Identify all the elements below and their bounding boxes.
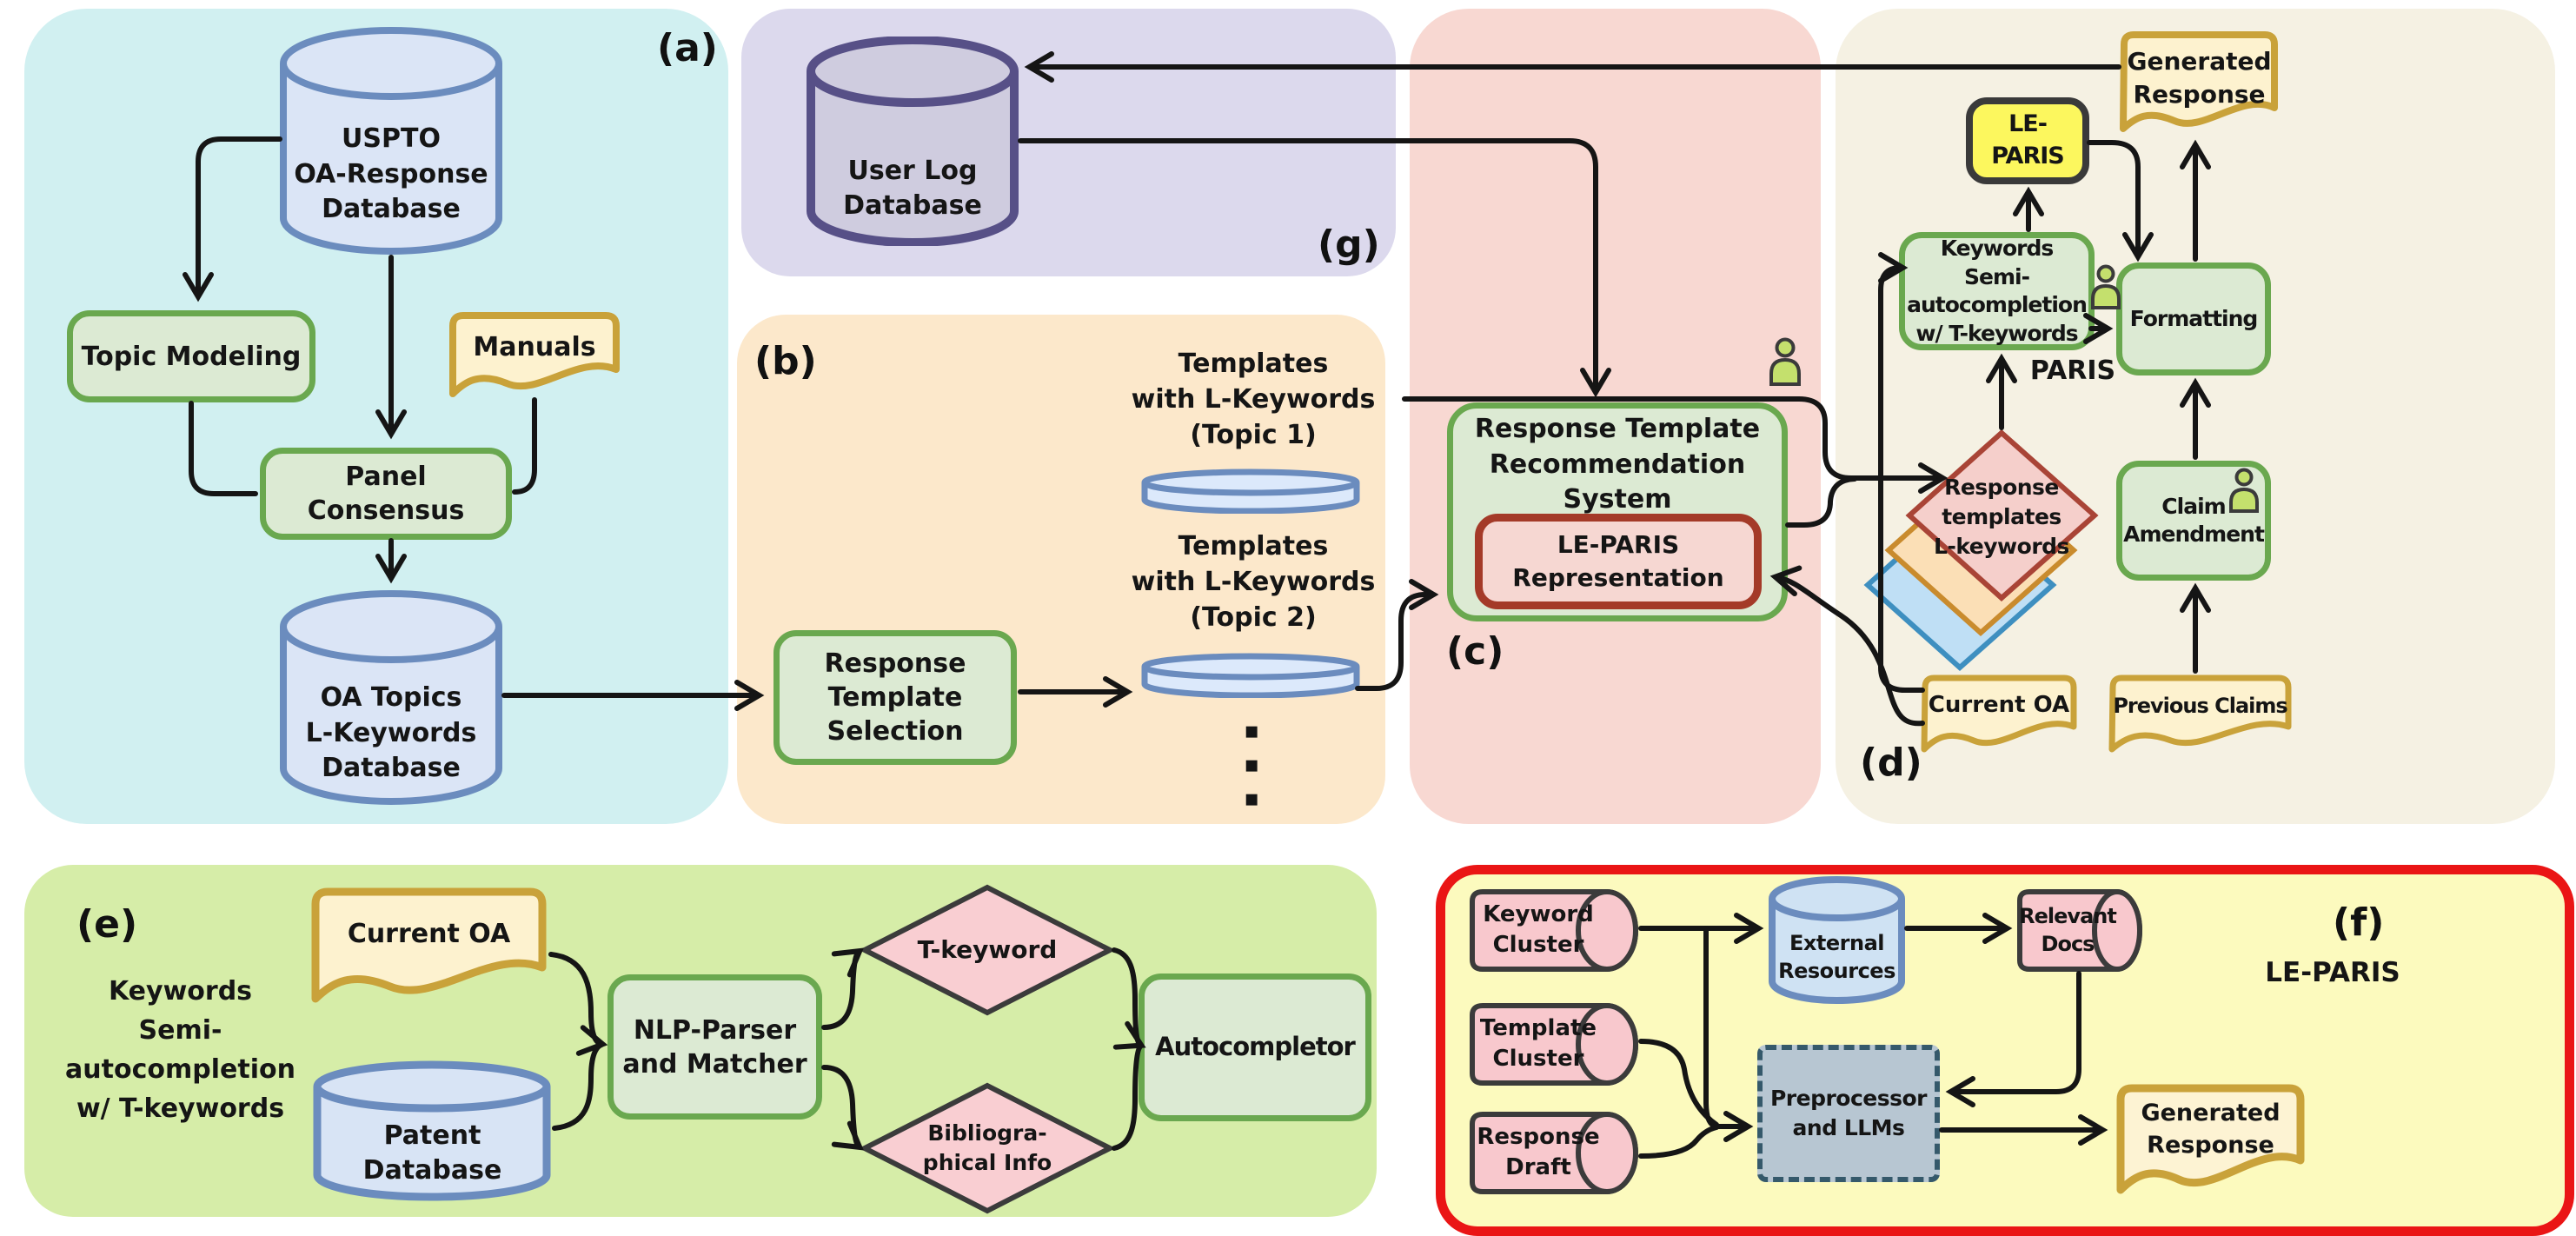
database-cylinder-icon bbox=[313, 1060, 551, 1201]
patent-database: Patent Database bbox=[313, 1060, 552, 1201]
oa-topics-l-keywords-database: OA Topics L-Keywords Database bbox=[280, 590, 502, 805]
topic-modeling-box: Topic Modeling bbox=[67, 310, 315, 402]
document-icon bbox=[311, 887, 547, 1003]
uspto-oa-response-database: USPTO OA-Response Database bbox=[280, 27, 502, 255]
templates-topic2-label: Templates with L-Keywords (Topic 2) bbox=[1131, 531, 1376, 634]
autocompletor-box: Autocompletor bbox=[1139, 974, 1371, 1121]
formatting-box: Formatting bbox=[2116, 262, 2271, 375]
le-paris-label: LE-PARIS bbox=[1991, 110, 2065, 169]
bibliographical-info-diamond: Bibliogra- phical Info bbox=[860, 1081, 1114, 1215]
ksa-heading: Keywords Semi- autocompletion w/ T-keywo… bbox=[65, 976, 295, 1124]
preprocessor-label: Preprocessor and LLMs bbox=[1769, 1085, 1928, 1140]
horizontal-cylinder-icon bbox=[1470, 889, 1638, 972]
panel-b-tag: (b) bbox=[754, 339, 817, 383]
autocompletor-label: Autocompletor bbox=[1155, 1032, 1356, 1062]
user-person-icon bbox=[2088, 264, 2123, 309]
panel-consensus-label: Panel Consensus bbox=[307, 462, 465, 526]
database-cylinder-icon bbox=[280, 27, 502, 255]
nlp-parser-label: NLP-Parser and Matcher bbox=[622, 1014, 807, 1080]
claim-amendment-label: Claim Amendment bbox=[2123, 493, 2265, 548]
le-paris-box: LE-PARIS bbox=[1966, 97, 2089, 184]
nlp-parser-box: NLP-Parser and Matcher bbox=[607, 974, 822, 1120]
user-person-icon bbox=[2227, 468, 2261, 513]
panel-f-tag: (f) bbox=[2333, 900, 2385, 945]
document-icon bbox=[1921, 674, 2077, 753]
le-paris-representation-label: LE-PARIS Representation bbox=[1512, 529, 1724, 592]
keywords-semi-autocompletion-box: Keywords Semi- autocompletion w/ T-keywo… bbox=[1899, 232, 2095, 350]
keyword-cluster-store: Keyword Cluster bbox=[1469, 888, 1639, 973]
previous-claims-document: Previous Claims bbox=[2108, 674, 2293, 754]
templates-topic1-disk bbox=[1141, 468, 1360, 514]
horizontal-cylinder-icon bbox=[1470, 1003, 1638, 1086]
manuals-document: Manuals bbox=[448, 310, 621, 399]
panel-c-tag: (c) bbox=[1446, 629, 1504, 674]
generated-response-document-d: Generated Response bbox=[2119, 30, 2280, 137]
topics-ellipsis: ▪ ▪ ▪ bbox=[1244, 718, 1259, 812]
diamond-icon bbox=[860, 884, 1114, 1016]
database-cylinder-icon bbox=[807, 37, 1019, 246]
diamond-icon bbox=[860, 1082, 1114, 1214]
preprocessor-llms-box: Preprocessor and LLMs bbox=[1757, 1045, 1940, 1182]
relevant-docs-store: Relevant Docs bbox=[2016, 888, 2143, 973]
external-resources-database: External Resources bbox=[1769, 876, 1905, 1004]
database-cylinder-icon bbox=[1769, 876, 1905, 1004]
response-templates-stack: Response templates L-keywords bbox=[1860, 417, 2147, 678]
template-cluster-store: Template Cluster bbox=[1469, 1002, 1639, 1086]
rtrs-label: Response Template Recommendation System bbox=[1474, 414, 1761, 515]
topic-modeling-label: Topic Modeling bbox=[81, 341, 302, 372]
horizontal-cylinder-icon bbox=[2017, 889, 2142, 972]
document-icon bbox=[2120, 31, 2278, 132]
panel-d-tag: (d) bbox=[1860, 741, 1922, 785]
document-icon bbox=[2108, 674, 2292, 753]
panel-g-tag: (g) bbox=[1318, 223, 1380, 267]
panel-consensus-box: Panel Consensus bbox=[260, 448, 512, 540]
document-icon bbox=[2116, 1084, 2305, 1194]
current-oa-document-e: Current OA bbox=[309, 885, 549, 1007]
disk-icon bbox=[1141, 653, 1360, 698]
document-icon bbox=[449, 312, 620, 397]
panel-a-tag: (a) bbox=[657, 26, 718, 70]
user-person-icon bbox=[1766, 337, 1804, 386]
panel-e-tag: (e) bbox=[76, 902, 138, 947]
t-keyword-diamond: T-keyword bbox=[860, 883, 1114, 1017]
formatting-label: Formatting bbox=[2129, 305, 2259, 331]
disk-icon bbox=[1141, 468, 1360, 514]
response-draft-store: Response Draft bbox=[1469, 1111, 1639, 1195]
user-log-database: User Log Database bbox=[807, 37, 1019, 246]
templates-topic2-disk bbox=[1141, 653, 1360, 698]
rts-label: Response Template Selection bbox=[824, 648, 966, 747]
generated-response-document-f: Generated Response bbox=[2114, 1082, 2307, 1198]
paris-note: PARIS bbox=[2029, 356, 2116, 386]
le-paris-representation-box: LE-PARIS Representation bbox=[1475, 514, 1762, 609]
le-paris-subtitle-f: LE-PARIS bbox=[2265, 957, 2400, 988]
database-cylinder-icon bbox=[280, 590, 502, 805]
response-template-selection-box: Response Template Selection bbox=[773, 630, 1017, 765]
templates-topic1-label: Templates with L-Keywords (Topic 1) bbox=[1131, 349, 1376, 451]
current-oa-document-d: Current OA bbox=[1920, 674, 2078, 754]
ksa-label: Keywords Semi- autocompletion w/ T-keywo… bbox=[1907, 236, 2088, 346]
horizontal-cylinder-icon bbox=[1470, 1112, 1638, 1194]
